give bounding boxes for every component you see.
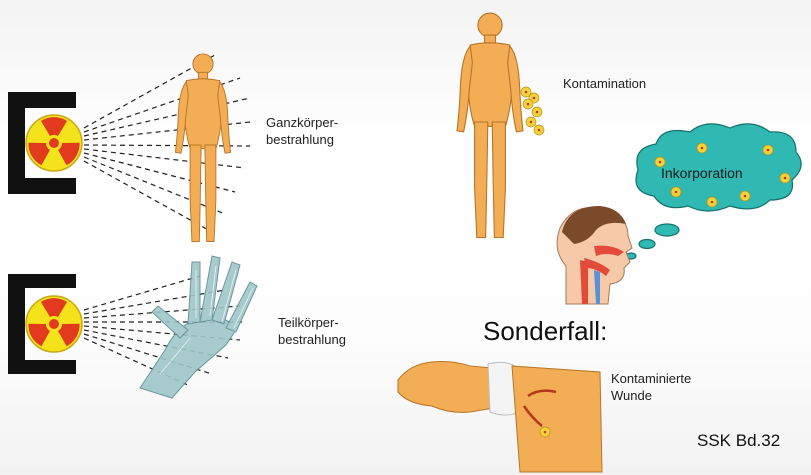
radioactive-particle-icon xyxy=(523,99,533,109)
radiation-trefoil-icon xyxy=(25,115,83,171)
label-contaminated-wound: Kontaminierte Wunde xyxy=(611,370,691,404)
label-special-case: Sonderfall: xyxy=(483,316,607,346)
radioactive-particle-icon xyxy=(780,173,790,183)
human-figure-whole-body xyxy=(175,54,230,242)
label-line: Ganzkörper- xyxy=(266,114,338,131)
radioactive-particle-icon xyxy=(534,125,544,135)
radiation-trefoil-icon xyxy=(25,296,83,352)
label-contamination: Kontamination xyxy=(563,75,646,92)
radioactive-particle-icon xyxy=(671,187,681,197)
source-credit: SSK Bd.32 xyxy=(697,432,780,449)
human-figure-contamination xyxy=(457,13,523,237)
label-line: Wunde xyxy=(611,387,691,404)
radioactive-particle-icon xyxy=(540,427,550,437)
wounded-arm xyxy=(398,362,602,473)
radioactive-particle-icon xyxy=(707,197,717,207)
contamination-particles xyxy=(521,87,544,135)
radioactive-particle-icon xyxy=(763,145,773,155)
head-cross-section xyxy=(557,206,632,304)
radioactive-particle-icon xyxy=(532,107,542,117)
radioactive-particle-icon xyxy=(697,143,707,153)
radiation-source-whole-body xyxy=(8,92,83,194)
inkorporation-cloud xyxy=(626,124,801,259)
label-line: bestrahlung xyxy=(266,131,338,148)
xray-hand xyxy=(140,256,257,398)
label-line: bestrahlung xyxy=(278,331,346,348)
label-line: Teilkörper- xyxy=(278,314,346,331)
radiation-source-partial-body xyxy=(8,274,83,374)
radioactive-particle-icon xyxy=(740,191,750,201)
label-partial-body-irradiation: Teilkörper- bestrahlung xyxy=(278,314,346,348)
label-whole-body-irradiation: Ganzkörper- bestrahlung xyxy=(266,114,338,148)
label-incorporation: Inkorporation xyxy=(661,165,743,182)
label-line: Kontaminierte xyxy=(611,370,691,387)
radioactive-particle-icon xyxy=(526,117,536,127)
